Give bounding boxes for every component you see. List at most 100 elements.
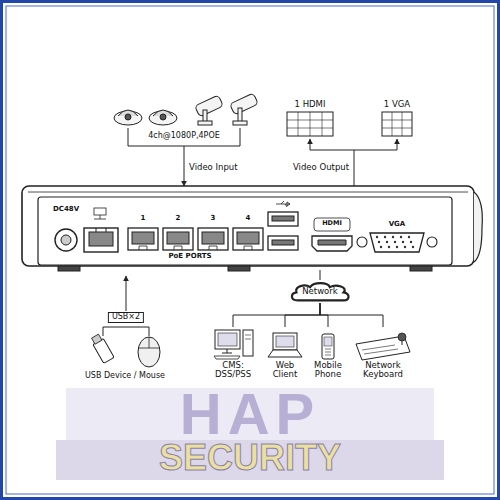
port-label: HDMI: [322, 220, 342, 227]
poe-ports: [128, 228, 263, 250]
output-label: 1 HDMI: [295, 100, 326, 109]
poe-ports: [202, 232, 224, 244]
port-number: 1: [141, 215, 146, 223]
nvr-housing: [228, 266, 250, 271]
video-output-bracket: [310, 139, 311, 150]
vga-pins: [412, 246, 414, 248]
usb-drive-icon: [90, 333, 114, 363]
vga-port: [357, 237, 367, 247]
mouse-icon: [138, 337, 160, 348]
camera-icons: [114, 93, 258, 125]
cms-computer-icon: [243, 330, 253, 356]
mouse-icon: [138, 337, 160, 367]
camera-spec: 4ch@1080P,4POE: [148, 132, 220, 141]
network-link: [285, 303, 320, 327]
monitor-icons: [287, 112, 333, 136]
lan-port: [89, 232, 113, 246]
monitor-icons: [287, 112, 412, 136]
camera-icons: [233, 121, 247, 125]
camera-icons: [238, 108, 242, 122]
monitor-icons: [382, 112, 412, 136]
poe-ports: [139, 246, 147, 250]
node-label: Web Client: [265, 361, 305, 379]
nvr-housing: [474, 192, 482, 262]
node-label: Network Keyboard: [355, 361, 411, 379]
vga-pins: [376, 236, 414, 248]
frame: [6, 6, 494, 494]
usb-ports: [268, 212, 298, 226]
usb-ports: [272, 216, 294, 221]
camera-icons: [125, 114, 131, 120]
laptop-icon: [276, 336, 294, 347]
node-label: Network: [289, 287, 351, 296]
nvr-housing: [410, 266, 432, 271]
power-jack: [55, 229, 77, 251]
cms-computer-icon: [222, 349, 232, 353]
nvr-housing: [22, 186, 474, 266]
vga-port: [427, 237, 437, 247]
hdmi-port: [312, 236, 352, 251]
laptop-icon: [273, 333, 297, 350]
cms-computer-icon: [245, 335, 251, 339]
signal-label: Video Output: [293, 163, 349, 172]
usb-bracket: [126, 276, 127, 311]
usb-bracket: [103, 327, 149, 336]
nvr-housing: [58, 266, 80, 271]
poe-ports: [132, 232, 154, 244]
network-keyboard-icon: [398, 333, 406, 341]
video-output-bracket: [354, 150, 355, 186]
network-keyboard-icon: [402, 341, 403, 345]
hdmi-port: [314, 218, 350, 231]
camera-icons: [160, 114, 166, 120]
nvr-housing: [22, 186, 482, 271]
network-keyboard-icon: [362, 345, 398, 354]
camera-icons: [203, 110, 207, 122]
vga-pins: [378, 241, 380, 243]
network-uplink: [320, 270, 321, 280]
port-number: 2: [176, 215, 181, 223]
monitor-icons: [382, 112, 412, 136]
client-device: Network Keyboard: [355, 327, 411, 379]
vga-port: [370, 233, 424, 252]
vga-pins: [402, 241, 404, 243]
watermark: HAP: [180, 382, 320, 446]
poe-ports: [237, 232, 259, 244]
vga-pins: [404, 246, 406, 248]
vga-port: [357, 233, 437, 252]
video-input-bracket: [128, 128, 240, 186]
vga-pins: [386, 241, 388, 243]
cms-computer-icon: [218, 333, 237, 346]
vga-pins: [400, 236, 402, 238]
camera-icons: [195, 95, 224, 117]
vga-pins: [408, 236, 410, 238]
vga-pins: [380, 246, 382, 248]
usb-drive-icon: [92, 334, 102, 344]
lan-port: [96, 228, 106, 232]
port-label: PoE PORTS: [168, 253, 211, 261]
usb-ports: [268, 236, 298, 250]
camera-icons: [114, 111, 142, 125]
network-uplink: [320, 270, 321, 280]
video-output-bracket: [397, 139, 398, 150]
vga-pins: [396, 246, 398, 248]
video-input-bracket: [128, 128, 240, 146]
cms-computer-icon: [214, 356, 240, 359]
vga-pins: [384, 236, 386, 238]
network-link: [233, 303, 320, 327]
hdmi-port: [312, 218, 352, 251]
network-keyboard-icon: [356, 333, 410, 360]
client-device: Mobile Phone: [308, 327, 348, 379]
laptop-icon: [268, 350, 302, 357]
usb-count: USB×2: [108, 312, 144, 323]
usb-ports: [276, 201, 290, 207]
poe-ports: [174, 246, 182, 250]
monitor-icons: [287, 112, 333, 136]
laptop-icon: [268, 333, 302, 357]
mobile-phone-icon: [324, 337, 332, 346]
client-device: Web Client: [265, 327, 305, 379]
watermark: SECURITY: [159, 438, 341, 478]
port-label: VGA: [389, 221, 406, 229]
